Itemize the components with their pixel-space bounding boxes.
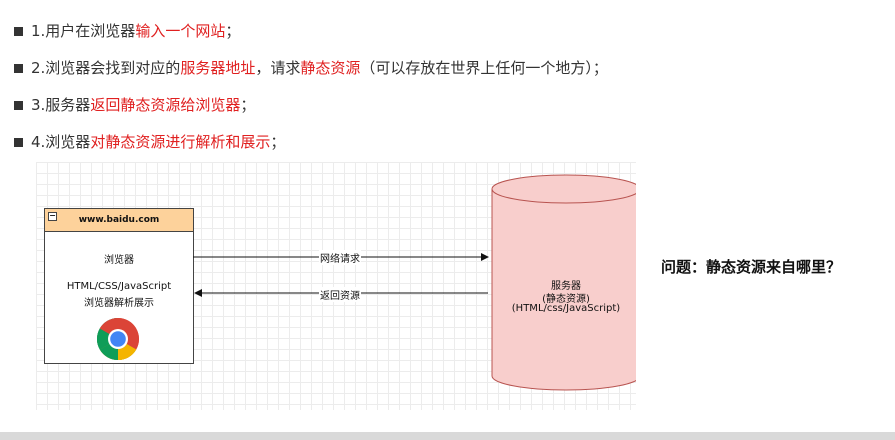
step-2: 2.浏览器会找到对应的服务器地址，请求静态资源（可以存放在世界上任何一个地方）；	[14, 57, 608, 94]
step-3-rest: ；	[240, 96, 256, 114]
step-1: 1.用户在浏览器输入一个网站；	[14, 20, 608, 57]
server-cylinder	[491, 174, 636, 391]
step-4-highlight: 对静态资源进行解析和展示	[90, 133, 271, 151]
step-3-highlight: 返回静态资源给浏览器	[90, 96, 241, 114]
request-label: 网络请求	[319, 250, 361, 265]
step-list: 1.用户在浏览器输入一个网站； 2.浏览器会找到对应的服务器地址，请求静态资源（…	[14, 20, 608, 168]
browser-title: 浏览器	[104, 255, 134, 266]
request-flow-diagram: − www.baidu.com 浏览器 HTML/CSS/JavaScript …	[36, 162, 636, 410]
arrows-layer	[193, 174, 636, 391]
chrome-logo-icon	[96, 318, 140, 361]
bullet-square-icon	[14, 138, 23, 147]
bullet-square-icon	[14, 64, 23, 73]
browser-box: − www.baidu.com 浏览器 HTML/CSS/JavaScript …	[44, 208, 194, 364]
step-1-text: 1.用户在浏览器	[31, 22, 136, 40]
bullet-square-icon	[14, 101, 23, 110]
step-2-mid: ，请求	[255, 59, 301, 77]
footer-divider	[0, 432, 895, 440]
collapse-icon: −	[48, 211, 57, 221]
step-1-highlight: 输入一个网站	[135, 22, 226, 40]
browser-header: − www.baidu.com	[45, 209, 193, 232]
step-2-highlight: 服务器地址	[180, 59, 256, 77]
step-4-text: 4.浏览器	[31, 133, 91, 151]
browser-desc: 浏览器解析展示	[84, 298, 154, 309]
server-tech: (HTML/css/JavaScript)	[511, 303, 621, 314]
step-1-rest: ；	[225, 22, 241, 40]
browser-url: www.baidu.com	[78, 215, 160, 225]
question-text: 问题：静态资源来自哪里？	[661, 258, 842, 276]
step-2-highlight-2: 静态资源	[300, 59, 361, 77]
step-3: 3.服务器返回静态资源给浏览器；	[14, 94, 608, 131]
step-4: 4.浏览器对静态资源进行解析和展示；	[14, 131, 608, 168]
browser-tech: HTML/CSS/JavaScript	[66, 281, 172, 292]
bullet-square-icon	[14, 27, 23, 36]
step-4-rest: ；	[270, 133, 286, 151]
step-2-text: 2.浏览器会找到对应的	[31, 59, 181, 77]
response-label: 返回资源	[319, 287, 361, 302]
step-3-text: 3.服务器	[31, 96, 91, 114]
server-title: 服务器	[551, 281, 581, 292]
step-2-rest: （可以存放在世界上任何一个地方）；	[360, 59, 608, 77]
server-subtitle: (静态资源)	[542, 294, 590, 305]
